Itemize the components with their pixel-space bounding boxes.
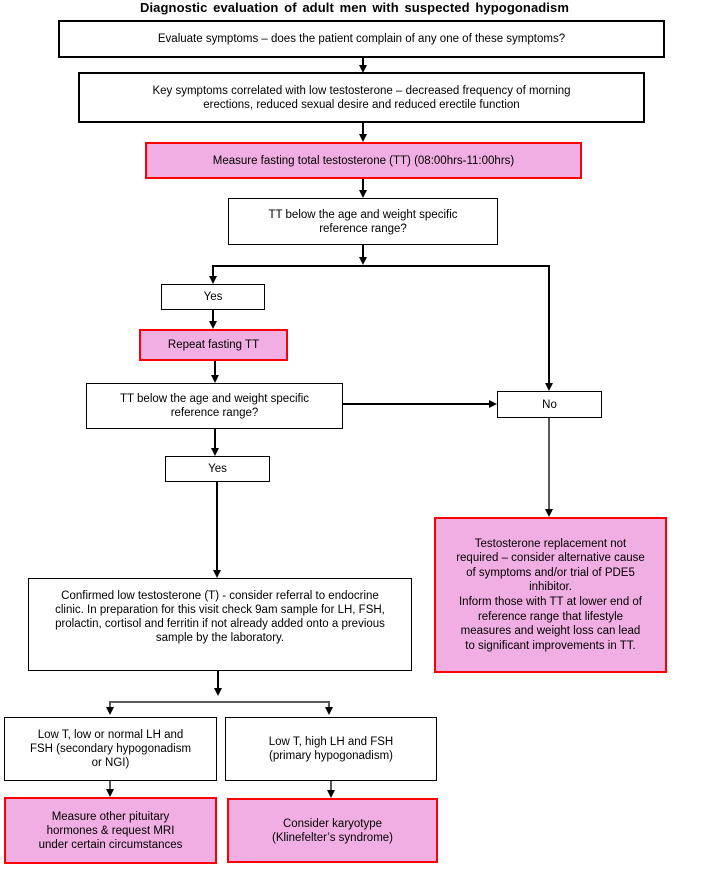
flow-box-yes-2: Yes [165,456,270,482]
arrow-yes1-to-repeat-line [212,310,214,322]
flow-box-repeat-fasting-tt: Repeat fasting TT [139,329,288,361]
branch2-stem-head [213,688,222,696]
flow-box-tt-question-1: TT below the age and weight specific ref… [228,198,498,245]
arrow-q2-to-no-line [343,403,490,405]
flow-box-measure-pituitary: Measure other pituitary hormones & reque… [4,797,217,864]
branch1-horizontal-line [212,265,550,267]
branch1-left-head [208,276,217,284]
arrow-q2-to-no-head [489,399,497,408]
arrow-no-to-trt-line [548,418,550,510]
flow-box-no: No [497,391,602,418]
flow-box-trt-not-required: Testosterone replacement not required – … [434,517,667,673]
flow-box-measure-tt: Measure fasting total testosterone (TT) … [145,142,582,179]
arrow-secondary-to-pituitary-line [109,781,111,790]
arrow-yes1-to-repeat-head [208,321,217,329]
arrow-secondary-to-pituitary-head [105,789,114,797]
page-title: Diagnostic evaluation of adult men with … [139,0,570,15]
arrow-key-to-measure-line [362,123,364,135]
arrow-measure-to-q1-line [362,179,364,191]
flow-box-trt-not-required-line1: Testosterone replacement not required – … [456,537,645,594]
flow-box-yes-1-label: Yes [203,291,223,303]
branch2-right-line [328,701,330,708]
flow-box-repeat-fasting-tt-label: Repeat fasting TT [167,339,260,351]
flow-box-yes-2-label: Yes [208,463,227,475]
flow-box-tt-question-1-label: TT below the age and weight specific ref… [268,208,458,235]
flow-box-measure-tt-label: Measure fasting total testosterone (TT) … [212,154,515,167]
arrow-yes2-to-confirmed-line [216,482,218,571]
arrow-primary-to-karyotype-line [330,781,332,791]
arrow-no-to-trt-head [544,509,553,517]
flow-box-secondary-hypogonadism: Low T, low or normal LH and FSH (seconda… [4,717,217,781]
flow-box-consider-karyotype-label: Consider karyotype (Klinefelter’s syndro… [271,817,393,844]
arrow-q2-to-yes2-line [214,429,216,449]
flow-box-primary-hypogonadism-label: Low T, high LH and FSH (primary hypogona… [268,736,394,762]
branch2-left-head [105,707,114,715]
flow-box-key-symptoms-label: Key symptoms correlated with low testost… [152,84,571,111]
flow-box-evaluate-symptoms-label: Evaluate symptoms – does the patient com… [157,33,566,45]
arrow-evaluate-to-key-line [362,58,364,66]
flow-box-measure-pituitary-label: Measure other pituitary hormones & reque… [38,810,183,851]
flow-box-trt-not-required-line2: Inform those with TT at lower end of ref… [458,596,643,652]
branch1-right-line [548,265,550,384]
branch1-stem-line [362,245,364,258]
flow-box-yes-1: Yes [161,284,265,310]
arrow-primary-to-karyotype-head [326,790,335,798]
flow-box-confirmed-low-t: Confirmed low testosterone (T) - conside… [28,578,412,671]
flow-box-primary-hypogonadism: Low T, high LH and FSH (primary hypogona… [225,717,437,781]
flow-box-consider-karyotype: Consider karyotype (Klinefelter’s syndro… [227,798,438,863]
arrow-key-to-measure-head [358,134,367,142]
flow-box-evaluate-symptoms: Evaluate symptoms – does the patient com… [58,20,665,58]
flow-box-key-symptoms: Key symptoms correlated with low testost… [78,72,645,123]
branch2-horizontal-line [109,701,330,703]
flow-box-secondary-hypogonadism-label: Low T, low or normal LH and FSH (seconda… [29,729,192,769]
flow-box-no-label: No [542,398,557,411]
arrow-yes2-to-confirmed-head [212,570,221,578]
branch2-right-head [324,707,333,715]
flow-box-tt-question-2-label: TT below the age and weight specific ref… [119,393,309,419]
branch1-left-line [212,265,214,277]
arrow-repeat-to-q2-head [210,375,219,383]
branch2-stem-line [217,671,219,689]
branch2-left-line [109,701,111,708]
flow-box-confirmed-low-t-label: Confirmed low testosterone (T) - conside… [55,590,385,644]
arrow-measure-to-q1-head [358,190,367,198]
arrow-q2-to-yes2-head [210,448,219,456]
branch1-stem-head [358,257,367,265]
arrow-evaluate-to-key-head [358,65,367,73]
flow-box-tt-question-2: TT below the age and weight specific ref… [86,383,343,429]
arrow-repeat-to-q2-line [214,361,216,376]
branch1-right-head [544,383,553,391]
